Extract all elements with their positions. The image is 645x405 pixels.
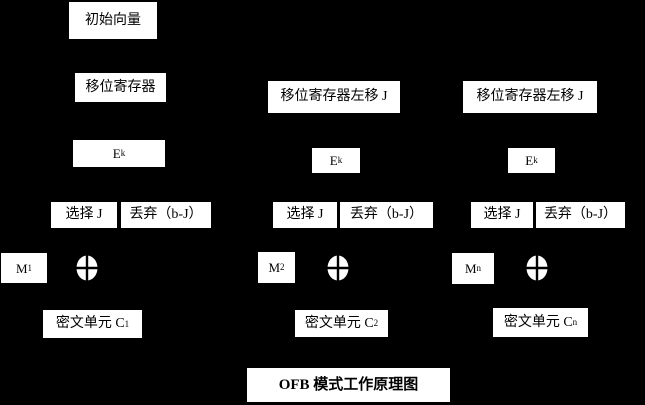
plaintext-label: M (464, 261, 477, 276)
encryption-label: E (329, 153, 338, 168)
xor-icon (327, 255, 349, 281)
ciphertext-label: 密文单元 C (304, 315, 374, 331)
ciphertext-subscript: 1 (124, 318, 130, 329)
discard-box-2: 丢弃（b-J） (340, 202, 433, 228)
encryption-subscript: k (120, 148, 126, 158)
shift-register-box-2: 移位寄存器左移 J (268, 81, 400, 113)
encryption-subscript: k (533, 155, 538, 165)
plaintext-subscript: n (476, 263, 482, 273)
diagram-title: OFB 模式工作原理图 (247, 368, 450, 402)
ciphertext-subscript: 2 (373, 318, 379, 328)
select-j-box-3: 选择 J (471, 202, 533, 228)
ciphertext-label: 密文单元 C (503, 314, 573, 330)
select-j-box-2: 选择 J (273, 202, 337, 228)
plaintext-label: M (15, 260, 28, 276)
discard-box-3: 丢弃（b-J） (536, 202, 625, 228)
shift-register-box-3: 移位寄存器左移 J (463, 81, 597, 113)
encryption-label: E (112, 146, 121, 161)
ciphertext-subscript: n (572, 317, 578, 327)
plaintext-label: M (268, 260, 281, 275)
shift-register-box-1: 移位寄存器 (75, 73, 166, 102)
select-j-box-1: 选择 J (51, 202, 117, 228)
encryption-label: E (525, 153, 534, 168)
xor-icon (76, 255, 98, 281)
initial-vector-box: 初始向量 (69, 2, 157, 39)
ciphertext-label: 密文单元 C (55, 316, 125, 331)
plaintext-subscript: 1 (27, 262, 33, 273)
discard-box-1: 丢弃（b-J） (121, 202, 211, 228)
xor-icon (526, 255, 548, 281)
encryption-subscript: k (337, 155, 343, 165)
plaintext-subscript: 2 (280, 262, 285, 272)
